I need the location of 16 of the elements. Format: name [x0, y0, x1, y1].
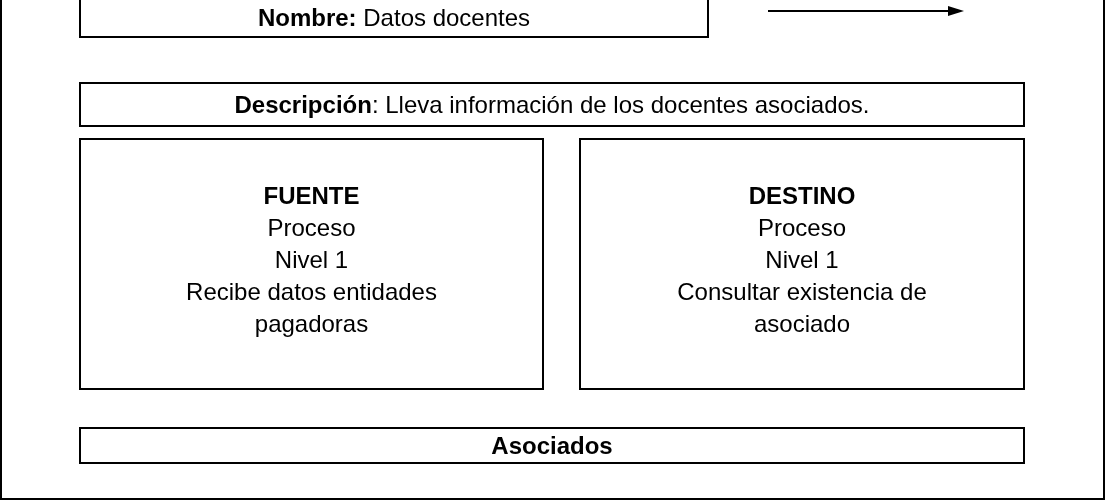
- body-text: Proceso: [266, 213, 357, 243]
- destination-box: [579, 138, 1025, 390]
- data-store-box: [79, 427, 1025, 464]
- body-text: Proceso: [756, 213, 847, 243]
- label-text: Descripción: Lleva información de los docentes asociados.: [234, 89, 870, 120]
- description-box: [79, 82, 1025, 127]
- source-box: [79, 138, 544, 390]
- body-text: Nivel 1: [764, 245, 840, 275]
- body-text: Nivel 1: [273, 245, 350, 275]
- label-text: Nombre: Datos docentes: [257, 3, 531, 33]
- heading: DESTINO: [747, 181, 857, 211]
- label-text: Asociados: [491, 430, 613, 461]
- body-text: Consultar existencia de asociado: [676, 277, 928, 339]
- name-field-box: [79, 0, 709, 38]
- heading: FUENTE: [262, 181, 361, 211]
- body-text: Recibe datos entidades pagadoras: [185, 277, 438, 339]
